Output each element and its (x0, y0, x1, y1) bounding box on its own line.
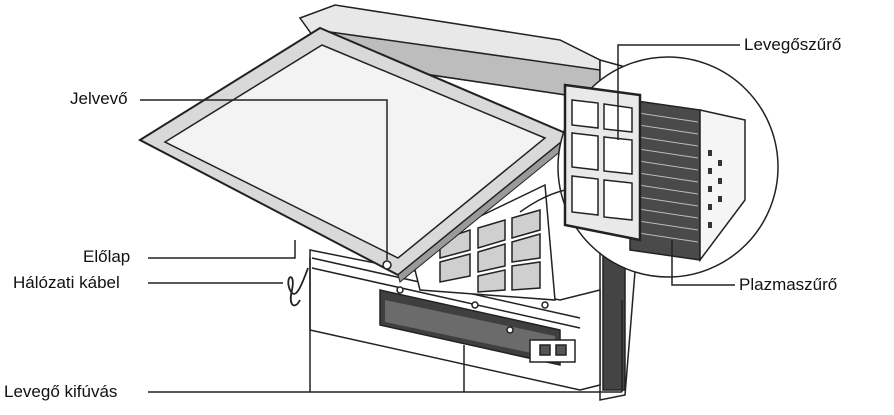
label-air-filter: Levegőszűrő (744, 35, 842, 54)
front-panel-shape (137, 26, 573, 283)
label-air-outlet: Levegő kifúvás (4, 382, 118, 401)
label-front-panel: Előlap (83, 247, 131, 266)
label-plasma-filter: Plazmaszűrő (739, 275, 838, 294)
label-power-cable: Hálózati kábel (13, 273, 120, 292)
leader-lines (140, 44, 740, 393)
magnified-filter-detail (519, 56, 779, 278)
power-cable-shape (287, 267, 309, 307)
label-signal-receiver: Jelvevő (70, 89, 128, 108)
